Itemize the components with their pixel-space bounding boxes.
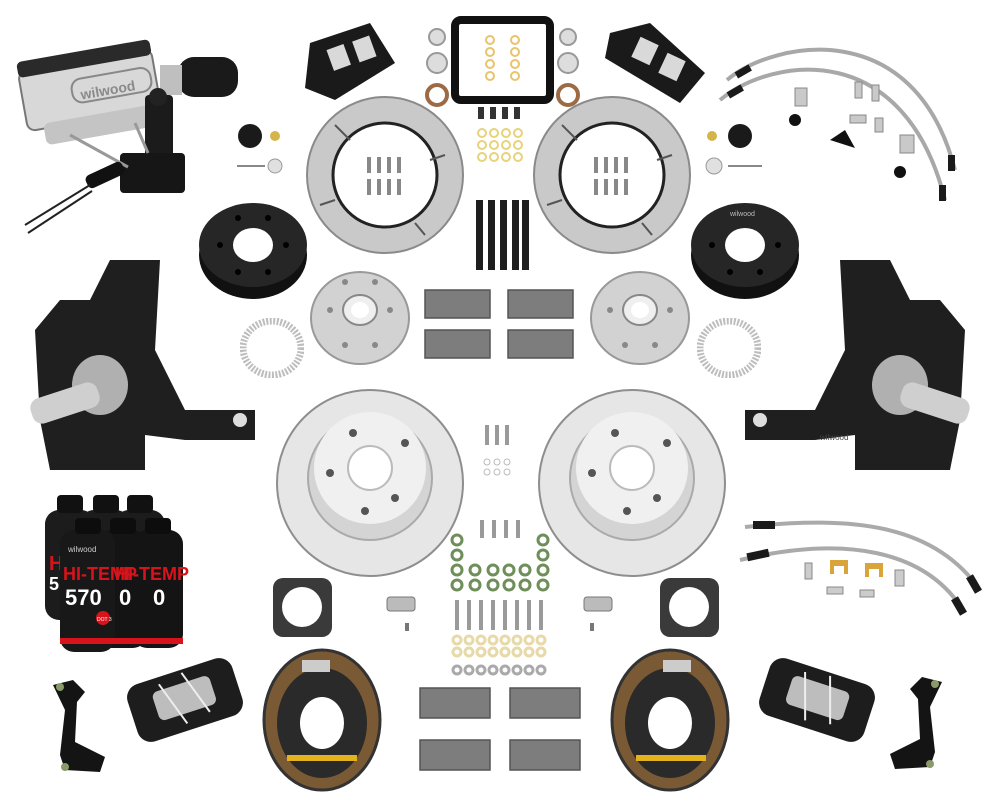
rear-rotor-left	[275, 388, 465, 578]
front-brake-lines	[715, 20, 980, 210]
front-caliper-right	[600, 18, 710, 103]
front-brake-pads	[420, 285, 580, 365]
bottle-front-number: 570	[65, 585, 102, 610]
front-caliper-left	[300, 18, 400, 103]
bracket-tab-right	[582, 595, 617, 635]
spindle-right: wilwood	[735, 255, 985, 480]
parking-brake-right	[608, 645, 730, 795]
rear-caliper-left	[120, 655, 250, 745]
grease-cap-right	[700, 118, 765, 178]
grease-cap-left	[235, 118, 290, 178]
bottle-brand: wilwood	[67, 545, 96, 554]
front-rotor-left	[305, 95, 465, 255]
axle-plate-right	[657, 575, 722, 640]
rear-caliper-right	[752, 655, 882, 745]
master-cylinder: wilwood	[10, 35, 240, 240]
bracket-tab-left	[385, 595, 420, 635]
caliper-bracket-hardware	[425, 15, 580, 110]
hub-adapter-left	[198, 200, 308, 300]
parking-brake-left	[262, 645, 384, 795]
spindle-left	[15, 255, 265, 480]
bottle-front-label: HI-TEMP	[63, 564, 137, 584]
hub-right	[590, 270, 690, 365]
bottle-front2-number: 0	[119, 585, 131, 610]
caliper-bracket-rear-left	[45, 675, 110, 780]
rear-rotor-right	[537, 388, 727, 578]
abs-tone-ring-right	[697, 318, 761, 378]
hub-adapter-brand: wilwood	[729, 211, 755, 218]
hub-adapter-right: wilwood	[690, 200, 800, 300]
brake-fluid-bottles: HI-TEMP 5 wilwood HI-TEMP 570 HI-TEMP 0 …	[35, 490, 200, 655]
bottle-front2-label: HI-TEMP	[115, 564, 189, 584]
center-hardware-rear	[445, 420, 555, 680]
center-hardware-top	[470, 105, 530, 275]
front-rotor-right	[532, 95, 692, 255]
spindle-brand: wilwood	[819, 433, 848, 442]
rear-brake-lines	[735, 515, 995, 620]
bottle-front3-number: 0	[153, 585, 165, 610]
bottle-dot-rating: DOT 3	[97, 617, 112, 623]
bottle-back-number: 5	[49, 574, 59, 594]
axle-plate-left	[270, 575, 335, 640]
abs-tone-ring-left	[240, 318, 304, 378]
hub-left	[310, 270, 410, 365]
rear-brake-pads	[415, 680, 585, 790]
caliper-bracket-rear-right	[885, 672, 950, 777]
